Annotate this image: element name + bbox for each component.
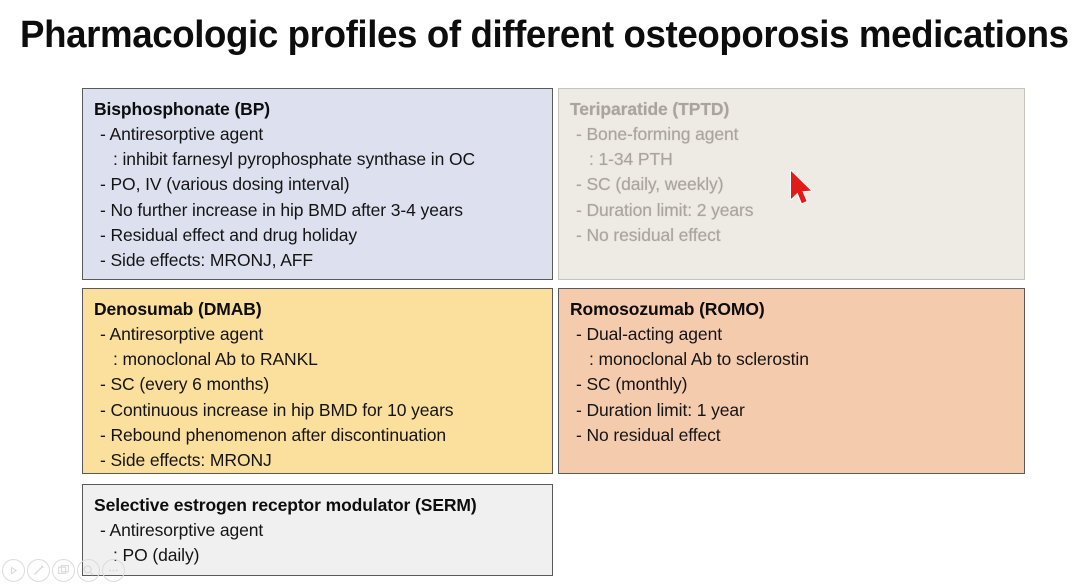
card-line: : 1-34 PTH (589, 149, 673, 170)
pen-icon[interactable] (27, 558, 50, 582)
card-title: Romosozumab (ROMO) (570, 299, 765, 319)
card-line: - PO, IV (various dosing interval) (100, 174, 350, 195)
card-line: - Dual-acting agent (576, 324, 722, 344)
more-icon[interactable] (102, 558, 125, 582)
page-title: Pharmacologic profiles of different oste… (20, 14, 1069, 56)
card-line: - Side effects: MRONJ, AFF (100, 250, 313, 271)
card-line: : monoclonal Ab to RANKL (113, 349, 318, 370)
card-title: Bisphosphonate (BP) (94, 99, 271, 119)
presentation-toolbar[interactable] (2, 558, 125, 582)
play-icon[interactable] (2, 558, 25, 582)
card-teriparatide[interactable]: Teriparatide (TPTD) - Bone-forming agent… (558, 88, 1025, 280)
card-denosumab[interactable]: Denosumab (DMAB) - Antiresorptive agent … (82, 288, 553, 474)
card-title: Selective estrogen receptor modulator (S… (94, 495, 477, 515)
slides-icon[interactable] (52, 558, 75, 582)
card-line: - No further increase in hip BMD after 3… (100, 199, 463, 220)
card-line: - SC (daily, weekly) (576, 174, 724, 195)
card-line: - SC (every 6 months) (100, 374, 270, 395)
card-line: - Continuous increase in hip BMD for 10 … (100, 399, 454, 420)
card-line: - Antiresorptive agent (100, 124, 264, 144)
card-bisphosphonate[interactable]: Bisphosphonate (BP) - Antiresorptive age… (82, 88, 553, 280)
card-line: - Duration limit: 2 years (576, 199, 754, 220)
card-line: - Duration limit: 1 year (576, 399, 745, 420)
card-line: - Bone-forming agent (576, 124, 739, 144)
card-line: - No residual effect (576, 224, 721, 245)
card-line: - Antiresorptive agent (100, 324, 264, 344)
card-title: Denosumab (DMAB) (94, 299, 262, 319)
card-title: Teriparatide (TPTD) (570, 99, 730, 119)
card-line: : inhibit farnesyl pyrophosphate synthas… (113, 149, 476, 170)
card-line: - Side effects: MRONJ (100, 450, 272, 471)
card-line: : monoclonal Ab to sclerostin (589, 349, 809, 370)
magnifier-icon[interactable] (77, 558, 100, 582)
card-line: - Residual effect and drug holiday (100, 224, 357, 245)
card-line: : PO (daily) (113, 545, 200, 566)
card-romosozumab[interactable]: Romosozumab (ROMO) - Dual-acting agent :… (558, 288, 1025, 474)
card-line: - No residual effect (576, 424, 721, 445)
card-serm[interactable]: Selective estrogen receptor modulator (S… (82, 484, 553, 576)
card-line: - Rebound phenomenon after discontinuati… (100, 424, 447, 445)
card-line: - Antiresorptive agent (100, 520, 264, 540)
card-line: - SC (monthly) (576, 374, 688, 395)
